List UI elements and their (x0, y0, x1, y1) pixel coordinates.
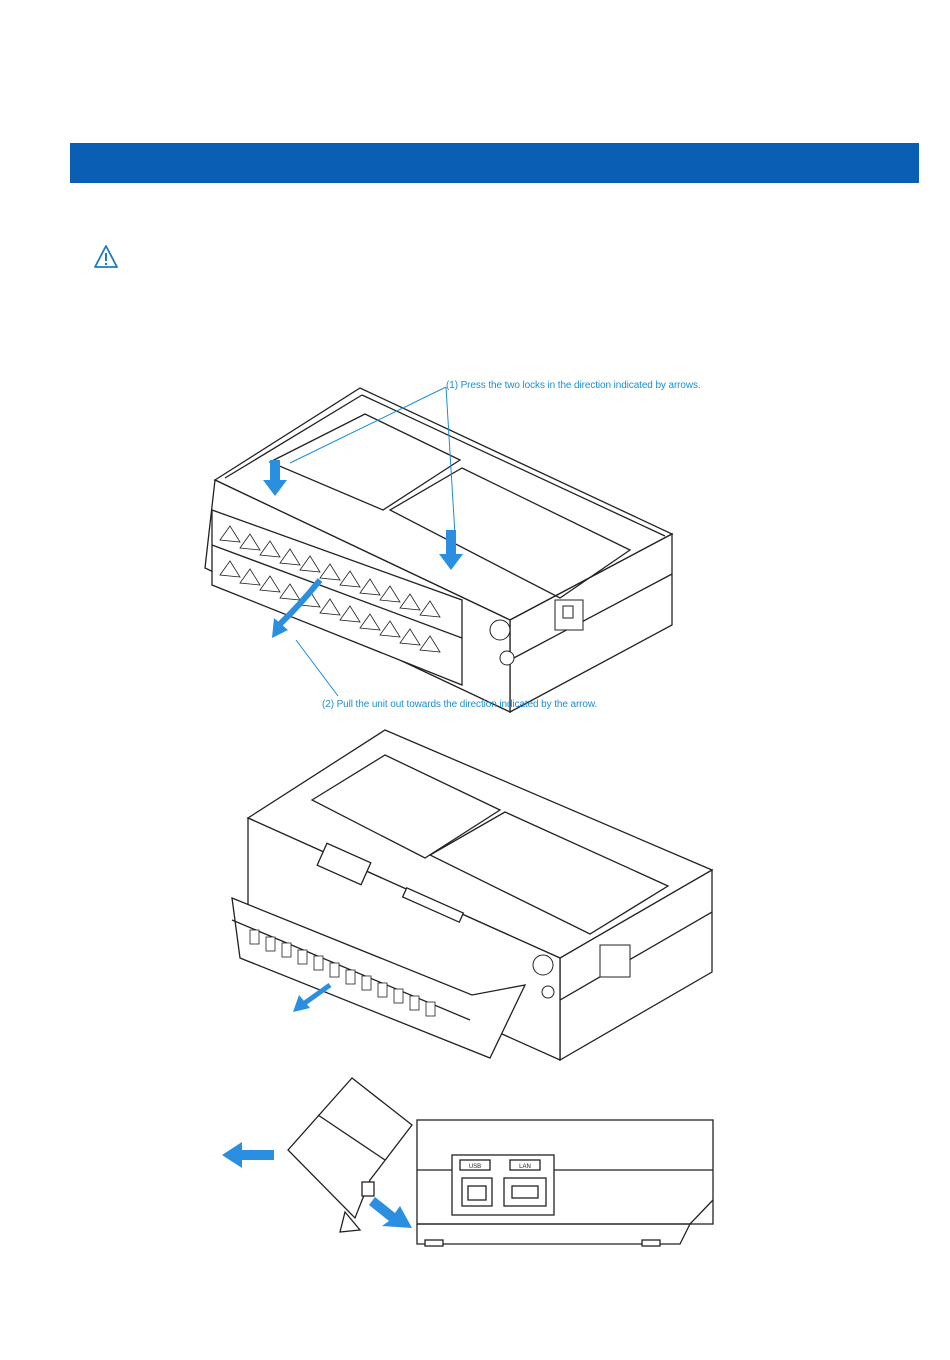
insert-arrow-icon (369, 1197, 412, 1228)
lan-port-label: LAN (519, 1164, 531, 1170)
left-arrow-icon (222, 1142, 274, 1168)
detached-unit (288, 1078, 412, 1232)
usb-port-label: USB (469, 1164, 481, 1170)
device-side-body (417, 1120, 713, 1246)
